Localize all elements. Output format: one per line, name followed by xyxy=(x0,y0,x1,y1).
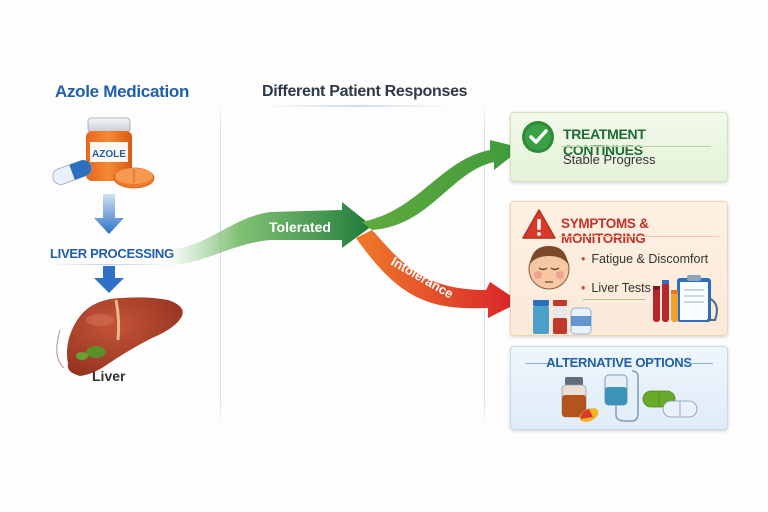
symptoms-monitoring-card: SYMPTOMS & MONITORING • Fatigue & Discomf… xyxy=(510,201,728,336)
arrow-down-icon xyxy=(94,266,124,293)
divider xyxy=(525,363,551,364)
warning-triangle-icon xyxy=(522,209,556,239)
pill-bottle-icon: AZOLE xyxy=(86,117,132,181)
alternative-options-card: ALTERNATIVE OPTIONS xyxy=(510,346,728,430)
bullet-dot: • xyxy=(581,281,586,295)
medicine-bottle-icon xyxy=(561,377,599,422)
tolerated-label: Tolerated xyxy=(269,219,331,235)
divider xyxy=(583,299,645,300)
iv-bag-icon xyxy=(604,370,639,422)
fatigued-face-icon xyxy=(528,246,570,290)
bullet-text: Fatigue & Discomfort xyxy=(591,252,709,266)
medication-title: Azole Medication xyxy=(55,82,190,101)
arrow-down-icon xyxy=(94,194,124,234)
medication-illustration: AZOLE xyxy=(52,117,155,189)
bullet-text: Liver Tests xyxy=(591,281,651,295)
tolerated-arrow: Tolerated xyxy=(168,202,372,266)
liver-processing-label: LIVER PROCESSING xyxy=(50,246,174,261)
medicine-vials-icon xyxy=(533,300,592,335)
responses-title: Different Patient Responses xyxy=(262,83,468,100)
tablet-icon xyxy=(113,167,155,189)
divider xyxy=(559,236,719,237)
treatment-arrow xyxy=(362,140,522,230)
treatment-subtitle: Stable Progress xyxy=(563,152,656,167)
blood-tests-clipboard-icon xyxy=(653,275,718,322)
column-divider-left xyxy=(220,100,221,430)
liver-icon xyxy=(56,297,183,376)
check-circle-icon xyxy=(522,121,554,153)
symptoms-title: SYMPTOMS & MONITORING xyxy=(561,216,649,246)
divider xyxy=(687,363,713,364)
capsule-icon xyxy=(52,159,92,185)
divider xyxy=(50,264,170,265)
bullet-dot: • xyxy=(581,252,586,266)
divider xyxy=(561,146,711,147)
liver-label: Liver xyxy=(92,368,126,384)
treatment-continues-card: TREATMENT CONTINUES Stable Progress xyxy=(510,112,728,182)
column-divider-right xyxy=(484,100,485,430)
bottle-label: AZOLE xyxy=(92,149,126,160)
divider xyxy=(262,105,452,107)
pills-icon xyxy=(642,390,698,418)
symptom-bullet: • Liver Tests xyxy=(581,281,651,295)
symptom-bullet: • Fatigue & Discomfort xyxy=(581,252,708,266)
intolerance-arrow: Intolerance xyxy=(356,230,520,318)
alternatives-title: ALTERNATIVE OPTIONS xyxy=(546,355,692,370)
